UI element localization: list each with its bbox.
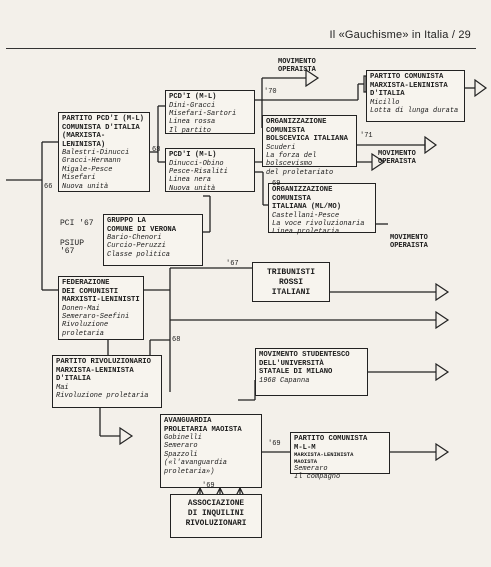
year-69-b: '69 xyxy=(268,440,281,448)
node-members: Castellani-Pesce La voce rivoluzionaria … xyxy=(272,211,365,237)
node-prmli: Partito Rivoluzionario Marxista-Leninist… xyxy=(52,355,162,408)
node-members: Scuderi La forza del bolscevismo del pro… xyxy=(266,143,334,177)
node-title: Associazione di Inquilini Rivoluzionari xyxy=(185,500,247,528)
arrow-ms xyxy=(435,362,450,382)
node-subtitle: Marxista-Leninista Maoista xyxy=(294,451,354,465)
arrow-ocbi xyxy=(424,135,438,155)
node-members: Gobinelli Semeraro Spazzoli («l'avanguar… xyxy=(164,434,228,476)
year-71: '71 xyxy=(360,132,373,140)
node-title: Partito Comunista m-l-m xyxy=(294,435,368,452)
node-oci: Organizzazione Comunista Italiana (ml/Mo… xyxy=(268,183,376,236)
node-pcdi-main: Partito PCd'I (m-l) Comunista d'Italia (… xyxy=(58,112,150,192)
year-69-c: '69 xyxy=(202,482,215,490)
year-69-a: 69 xyxy=(272,180,281,188)
node-members: Dinucci-Obino Pesce-Risaliti Linea nera … xyxy=(169,159,228,193)
node-pcdi-b: PCd'I (m-l) Dinucci-Obino Pesce-Risaliti… xyxy=(165,148,255,193)
node-movimento-studentesco: Movimento Studentesco dell'Università St… xyxy=(255,348,368,396)
node-ocbi: Organizzazione Comunista Bolscevica Ital… xyxy=(262,115,357,177)
node-title: Avanguardia Proletaria Maoista xyxy=(164,417,242,434)
node-members: 1968 Capanna xyxy=(259,376,310,385)
label-movimento-operaista-3: Movimento Operaista xyxy=(390,234,428,251)
arrow-fed xyxy=(435,310,450,330)
node-title: Partito Rivoluzionario Marxista-Leninist… xyxy=(56,358,151,383)
node-members: Dini-Gracci Misefari-Sartori Linea rossa… xyxy=(169,101,237,135)
header-title: Il «Gauchisme» in Italia xyxy=(329,29,449,41)
node-members: Semeraro Il compagno xyxy=(294,465,341,482)
node-members: Balestri-Dinucci Gracci-Hermann Migale-P… xyxy=(62,149,130,191)
node-subtitle: (Marxista-Leninista) xyxy=(62,132,106,149)
node-avanguardia: Avanguardia Proletaria Maoista Gobinelli… xyxy=(160,414,262,488)
node-pcmlm: Partito Comunista m-l-m Marxista-Leninis… xyxy=(290,432,390,481)
page-header: Il «Gauchisme» in Italia / 29 xyxy=(329,29,471,41)
header-rule xyxy=(6,48,476,49)
node-federazione: Federazione dei Comunisti Marxisti-Lenin… xyxy=(58,276,144,340)
node-title: Federazione dei Comunisti Marxisti-Lenin… xyxy=(62,279,140,304)
arrow-pcmli xyxy=(474,78,488,98)
node-members: Donen-Mai Semeraro-Seefini Rivoluzione p… xyxy=(62,304,130,338)
header-sep: / xyxy=(451,29,459,41)
node-verona: Gruppo La Comune di Verona Bario-Chenori… xyxy=(103,214,203,266)
node-title: Organizzazione Comunista Bolscevica Ital… xyxy=(266,118,348,143)
year-66: 66 xyxy=(44,183,53,191)
label-movimento-operaista-1: Movimento Operaista xyxy=(278,58,316,75)
year-68-a: 68 xyxy=(152,146,161,154)
label-psiup-67: PSIUP '67 xyxy=(60,239,85,257)
node-title: Tribunisti Rossi Italiani xyxy=(266,268,315,297)
node-title: Partito Comunista Marxista-Leninista d'I… xyxy=(370,73,448,98)
node-members: Micillo Lotta di lunga durata xyxy=(370,98,459,115)
arrow-mo1 xyxy=(305,68,320,88)
node-inquilini: Associazione di Inquilini Rivoluzionari xyxy=(170,494,262,538)
arrow-mo2 xyxy=(371,152,386,172)
node-title: Gruppo La Comune di Verona xyxy=(107,217,177,234)
node-pcdi-a: PCd'I (m-l) Dini-Gracci Misefari-Sartori… xyxy=(165,90,255,135)
node-title: PCd'I (m-l) xyxy=(169,93,217,101)
node-pcmli: Partito Comunista Marxista-Leninista d'I… xyxy=(366,70,465,122)
node-title: PCd'I (m-l) xyxy=(169,151,217,159)
node-title: Movimento Studentesco dell'Università St… xyxy=(259,351,350,376)
label-movimento-operaista-2: Movimento Operaista xyxy=(378,150,416,167)
page-number: 29 xyxy=(458,29,471,41)
year-70: '70 xyxy=(264,88,277,96)
year-68-b: 68 xyxy=(172,336,181,344)
node-title: Organizzazione Comunista Italiana (ml/Mo… xyxy=(272,186,342,211)
node-members: Mai Rivoluzione proletaria xyxy=(56,383,149,400)
arrow-trib xyxy=(435,282,450,302)
node-tribunisti: Tribunisti Rossi Italiani xyxy=(252,262,330,302)
arrow-prmli xyxy=(119,426,134,446)
node-title: Partito PCd'I (m-l) Comunista d'Italia xyxy=(62,115,144,132)
label-pci-67: PCI '67 xyxy=(60,219,94,228)
node-members: Bario-Chenori Curcio-Peruzzi Classe poli… xyxy=(107,234,171,259)
year-67: '67 xyxy=(226,260,239,268)
arrow-pcmlm xyxy=(435,442,450,462)
